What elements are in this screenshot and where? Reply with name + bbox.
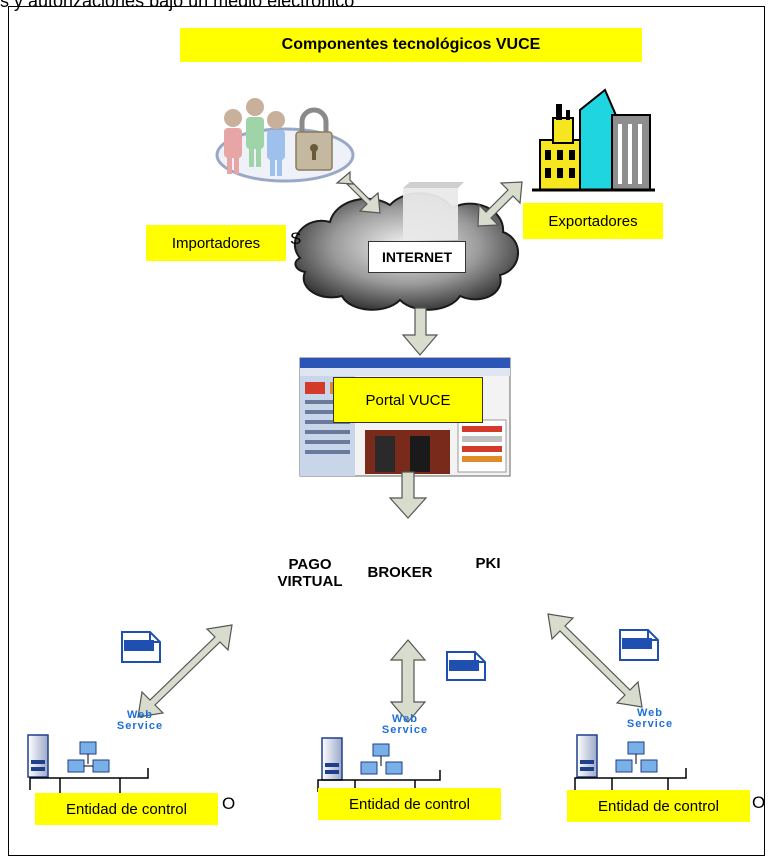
web-service-label-right: Web Service: [626, 707, 674, 730]
network-computers-icon: [615, 741, 658, 773]
diagram-title: Componentes tecnológicos VUCE: [180, 28, 642, 62]
arrow-entidad-center: [389, 639, 427, 723]
network-computers-icon: [67, 741, 110, 773]
header-text: s y autorizaciones bajo un medio electró…: [0, 0, 355, 11]
server-icon: [576, 734, 598, 778]
entidad-left-truncated-text: O: [222, 794, 236, 813]
web-service-label-center: Web Service: [381, 713, 429, 736]
network-group-left: [27, 734, 149, 808]
server-icon: [27, 734, 49, 778]
entidad-right-truncated-text: O: [752, 793, 766, 812]
xml-document-icon: [619, 629, 659, 661]
diagram-frame: [8, 6, 765, 856]
internet-label: INTERNET: [368, 241, 466, 273]
exportadores-label: Exportadores: [523, 203, 663, 239]
arrow-internet-portal: [401, 307, 439, 356]
entidad-control-center: Entidad de control: [318, 788, 501, 820]
arrow-entidad-left: [137, 624, 233, 718]
web-service-label-left: Web Service: [116, 709, 164, 732]
arrow-exportadores-internet: [477, 181, 523, 227]
network-computers-icon: [360, 743, 403, 775]
server-icon: [321, 737, 343, 781]
pki-label: PKI: [475, 555, 501, 572]
xml-document-icon: [446, 651, 486, 681]
buildings-icon: [532, 88, 655, 192]
arrow-portal-broker: [388, 471, 428, 519]
broker-label: BROKER: [367, 564, 433, 581]
importadores-label: Importadores: [146, 225, 286, 261]
header-text-fragment: s y autorizaciones bajo un medio electró…: [0, 0, 775, 14]
portal-vuce-label: Portal VUCE: [333, 377, 483, 423]
arrow-importadores-internet: [335, 170, 381, 214]
importadores-truncated-text: S: [290, 229, 302, 248]
pago-virtual-label: PAGO VIRTUAL: [277, 556, 343, 590]
entidad-control-right: Entidad de control: [567, 790, 750, 822]
arrow-entidad-right: [547, 613, 643, 708]
entidad-control-left: Entidad de control: [35, 793, 218, 825]
padlock-icon: [295, 107, 333, 171]
xml-document-icon: [121, 631, 161, 663]
